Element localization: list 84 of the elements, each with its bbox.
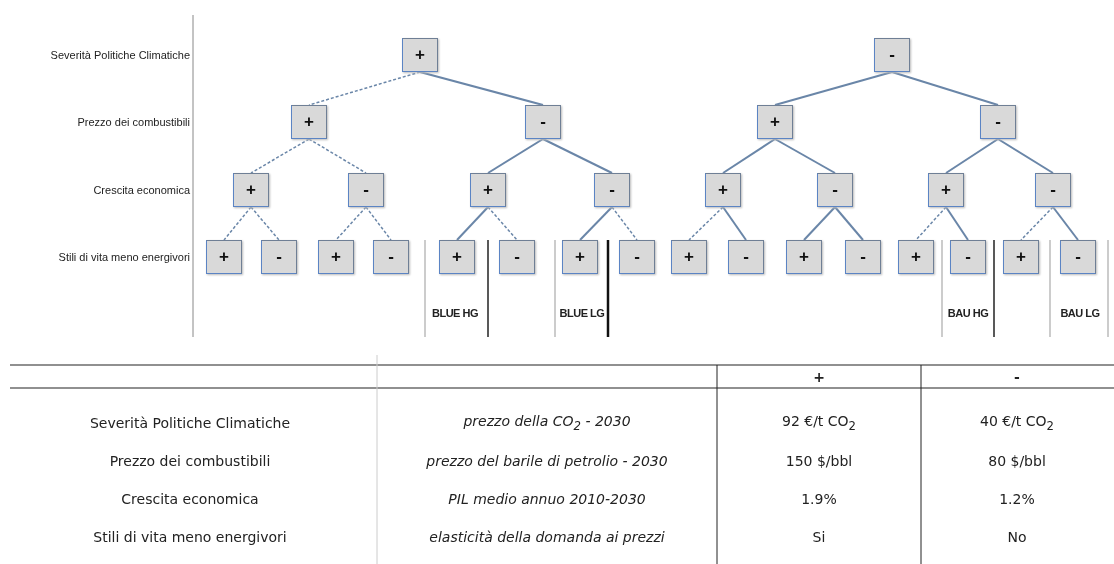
value-box: -: [499, 240, 535, 274]
value-box: -: [1035, 173, 1071, 207]
value-box: +: [757, 105, 793, 139]
value-cell: 1.2%: [999, 491, 1035, 507]
connector-line: [945, 138, 999, 174]
scenario-label: BAU LG: [1060, 307, 1100, 319]
connector-line: [722, 206, 747, 241]
row-label: Stili di vita meno energivori: [58, 251, 190, 263]
value-box: +: [439, 240, 475, 274]
connector-line: [803, 206, 836, 241]
connector-line: [365, 206, 392, 241]
connector-line: [688, 206, 724, 241]
connector-line: [456, 206, 489, 241]
connector-line: [579, 206, 613, 241]
connector-line: [250, 138, 310, 174]
value-box: -: [845, 240, 881, 274]
connector-line: [891, 71, 999, 106]
value-box: -: [728, 240, 764, 274]
connector-line: [915, 206, 947, 241]
connector-line: [611, 206, 638, 241]
indicator-cell: PIL medio annuo 2010-2030: [448, 491, 646, 507]
connector-line: [487, 206, 518, 241]
value-box: -: [980, 105, 1016, 139]
column-header: +: [813, 369, 825, 385]
value-cell: 40 €/t CO$_{2}$: [980, 413, 1054, 433]
value-cell: 92 €/t CO$_{2}$: [782, 413, 856, 433]
value-box: +: [318, 240, 354, 274]
connector-line: [542, 138, 613, 174]
value-box: +: [705, 173, 741, 207]
table-row-label: Crescita economica: [121, 491, 259, 507]
connector-line: [250, 206, 280, 241]
connector-line: [335, 206, 367, 241]
value-cell: 1.9%: [801, 491, 837, 507]
value-box: -: [1060, 240, 1096, 274]
value-box: -: [261, 240, 297, 274]
indicator-cell: prezzo della CO$_{2}$ - 2030: [463, 413, 631, 433]
value-cell: 80 $/bbl: [988, 453, 1046, 469]
indicator-cell: prezzo del barile di petrolio - 2030: [426, 453, 668, 469]
connector-line: [997, 138, 1054, 174]
value-cell: 150 $/bbl: [785, 453, 853, 469]
value-box: +: [291, 105, 327, 139]
indicator-cell: elasticità della domanda ai prezzi: [429, 529, 665, 545]
scenario-label: BLUE HG: [432, 307, 478, 319]
connector-line: [774, 138, 836, 174]
value-box: -: [373, 240, 409, 274]
value-box: -: [525, 105, 561, 139]
value-box: +: [1003, 240, 1039, 274]
value-box: +: [233, 173, 269, 207]
value-box: -: [950, 240, 986, 274]
value-cell: No: [1007, 529, 1027, 545]
value-box: -: [817, 173, 853, 207]
connector-line: [722, 138, 776, 174]
connector-line: [308, 138, 367, 174]
value-box: -: [874, 38, 910, 72]
connector-line: [419, 71, 544, 106]
value-box: -: [594, 173, 630, 207]
row-label: Prezzo dei combustibili: [77, 116, 190, 128]
connector-line: [945, 206, 969, 241]
value-box: +: [562, 240, 598, 274]
scenario-label: BAU HG: [947, 307, 989, 319]
connector-line: [1020, 206, 1054, 241]
value-box: -: [348, 173, 384, 207]
value-cell: Si: [812, 529, 826, 545]
scenario-label: BLUE LG: [559, 307, 605, 319]
value-box: +: [786, 240, 822, 274]
value-box: +: [671, 240, 707, 274]
value-box: +: [470, 173, 506, 207]
connector-line: [834, 206, 864, 241]
connector-line: [308, 71, 421, 106]
value-box: +: [206, 240, 242, 274]
column-header: -: [1014, 369, 1020, 385]
table-row-label: Prezzo dei combustibili: [109, 453, 271, 469]
value-box: +: [928, 173, 964, 207]
connector-line: [487, 138, 544, 174]
table-row-label: Stili di vita meno energivori: [93, 529, 287, 545]
connector-line: [223, 206, 252, 241]
value-box: +: [898, 240, 934, 274]
row-label: Severità Politiche Climatiche: [50, 49, 190, 61]
connector-line: [1052, 206, 1079, 241]
row-label: Crescita economica: [93, 184, 190, 196]
table-row-label: Severità Politiche Climatiche: [89, 415, 291, 431]
value-box: -: [619, 240, 655, 274]
connector-line: [774, 71, 893, 106]
value-box: +: [402, 38, 438, 72]
